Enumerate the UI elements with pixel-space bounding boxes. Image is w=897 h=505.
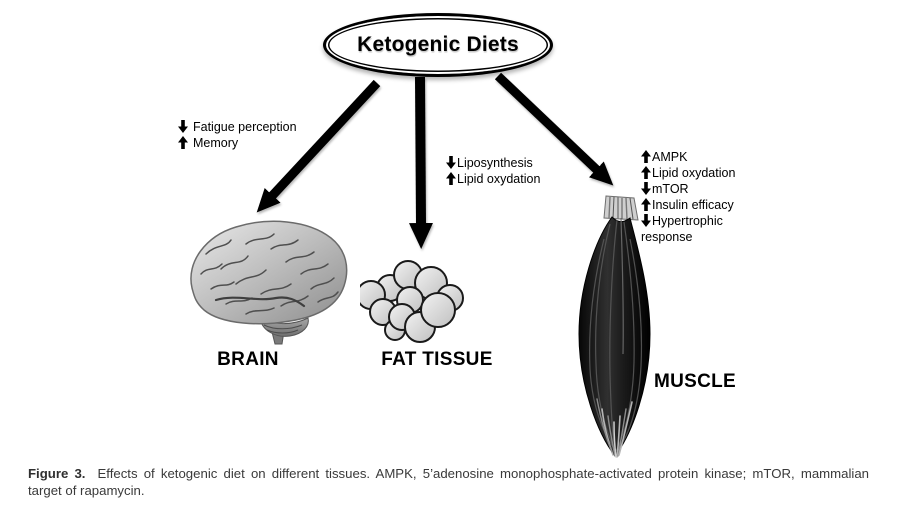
figure-caption: Figure 3. Effects of ketogenic diet on di… [28, 466, 869, 499]
effect-label: Fatigue perception [193, 120, 297, 134]
caption-figure-number: Figure 3. [28, 466, 86, 481]
effect-row: mTOR [641, 181, 743, 197]
caption-text: Effects of ketogenic diet on different t… [97, 466, 869, 481]
effect-row: AMPK [641, 149, 743, 165]
effect-label: AMPK [652, 150, 688, 164]
fat-tissue-effects-list: Liposynthesis Lipid oxydation [446, 155, 540, 187]
effect-row: Memory [178, 135, 297, 151]
fat-tissue-illustration [360, 260, 464, 343]
brain-effects-list: Fatigue perception Memory [178, 119, 297, 151]
effect-label: Lipid oxydation [652, 166, 736, 180]
caption-line-2: target of rapamycin. [28, 482, 145, 498]
effect-label: Memory [193, 136, 239, 150]
brain-illustration [190, 220, 348, 345]
tendon [603, 195, 639, 221]
up-arrow-icon [446, 172, 456, 185]
caption-line-1: Figure 3. Effects of ketogenic diet on di… [28, 466, 869, 483]
down-arrow-icon [446, 156, 456, 169]
brain-label: BRAIN [217, 349, 279, 370]
effect-row: Insulin efficacy [641, 197, 743, 213]
up-arrow-icon [641, 198, 651, 211]
fat-tissue-label: FAT TISSUE [381, 349, 493, 370]
effect-row: Hypertrophic response [641, 213, 743, 245]
muscle-label: MUSCLE [653, 371, 737, 392]
effect-label: mTOR [652, 182, 689, 196]
up-arrow-icon [178, 136, 188, 149]
effect-label: Lipid oxydation [457, 172, 541, 186]
muscle-body [578, 216, 651, 457]
ketogenic-diets-label: Ketogenic Diets [357, 33, 519, 56]
effect-label: Liposynthesis [457, 156, 533, 170]
muscle-illustration [578, 195, 651, 458]
brain-sulci [200, 233, 339, 315]
muscle-effects-list: AMPK Lipid oxydation mTOR Insulin effica… [641, 149, 743, 245]
muscle-fibers [589, 217, 643, 453]
fat-cell [420, 292, 456, 328]
effect-row: Lipid oxydation [446, 171, 540, 187]
effect-label: Hypertrophic response [641, 214, 723, 244]
tendon-fibers [596, 398, 633, 458]
down-arrow-icon [641, 182, 651, 195]
ketogenic-diets-node: Ketogenic Diets [323, 13, 553, 77]
arrow-to-fat-tissue [408, 76, 433, 249]
effect-row: Lipid oxydation [641, 165, 743, 181]
up-arrow-icon [641, 150, 651, 163]
down-arrow-icon [178, 120, 188, 133]
down-arrow-icon [641, 214, 651, 227]
up-arrow-icon [641, 166, 651, 179]
effect-row: Liposynthesis [446, 155, 540, 171]
effect-label: Insulin efficacy [652, 198, 734, 212]
effect-row: Fatigue perception [178, 119, 297, 135]
